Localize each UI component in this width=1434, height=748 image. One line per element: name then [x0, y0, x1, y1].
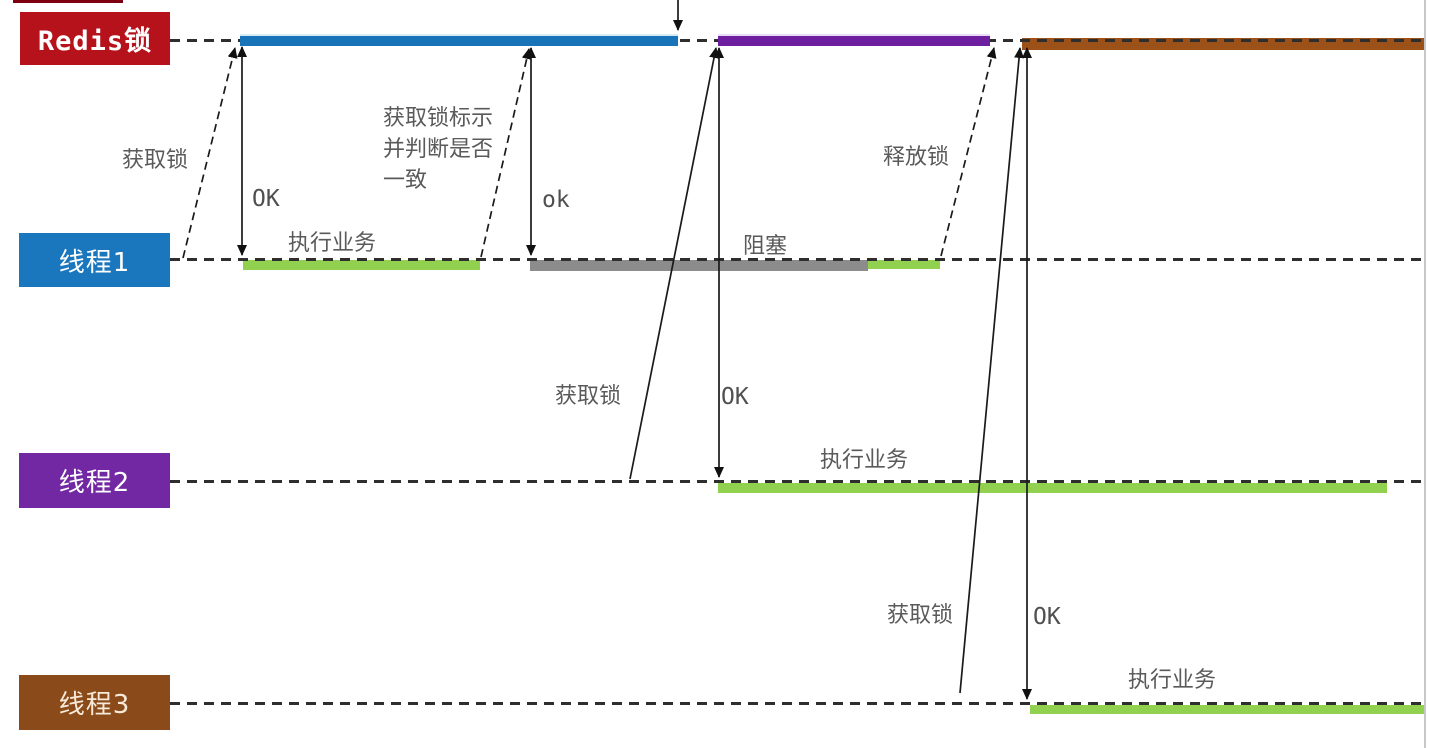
label-execute-2: 执行业务 [820, 448, 909, 473]
top-edge-artifact [13, 0, 123, 3]
label-verify-lock: 获取锁标示 并判断是否 一致 [383, 106, 494, 193]
thread1-lane-line [170, 258, 1426, 261]
lane-label-text: 线程3 [58, 690, 131, 720]
label-ok-1b: ok [542, 187, 570, 213]
acquire-lock-arrow-thread2 [629, 47, 719, 480]
label-release-lock: 释放锁 [883, 145, 950, 170]
lane-label-text: Redis锁 [37, 26, 153, 57]
lane-label-thread1: 线程1 [19, 233, 170, 287]
acquire-lock-arrow-thread3 [959, 47, 1025, 694]
execute-bar-thread3 [1030, 705, 1424, 714]
label-acquire-lock-3: 获取锁 [887, 603, 954, 628]
label-execute-3: 执行业务 [1128, 668, 1217, 693]
label-ok-1: OK [252, 186, 280, 212]
label-execute-1: 执行业务 [288, 231, 377, 256]
lane-label-thread2: 线程2 [19, 453, 170, 508]
label-acquire-lock-2: 获取锁 [555, 384, 622, 409]
acquire-lock-arrow-thread1 [182, 47, 238, 259]
execute-bar-thread1-resumed [868, 260, 940, 269]
label-ok-2: OK [721, 384, 749, 410]
lock-held-bar-thread2 [718, 34, 990, 46]
thread3-lane-line [170, 702, 1426, 705]
execute-bar-thread1 [243, 260, 480, 270]
thread2-lane-line [170, 480, 1426, 483]
slide-right-edge [1424, 0, 1434, 748]
execute-bar-thread2 [718, 483, 1387, 493]
label-blocked: 阻塞 [743, 234, 788, 259]
lane-label-text: 线程1 [58, 247, 131, 278]
lane-label-thread3: 线程3 [19, 675, 170, 730]
verify-lock-arrow-thread1 [480, 48, 532, 258]
lock-held-bar-thread1 [240, 34, 678, 46]
lane-label-text: 线程2 [58, 468, 131, 498]
lane-label-redis-lock: Redis锁 [20, 12, 170, 65]
release-lock-arrow-thread1 [940, 47, 997, 257]
label-ok-3: OK [1033, 604, 1061, 630]
label-acquire-lock-1: 获取锁 [122, 148, 189, 173]
blocked-bar-thread1 [530, 260, 868, 271]
